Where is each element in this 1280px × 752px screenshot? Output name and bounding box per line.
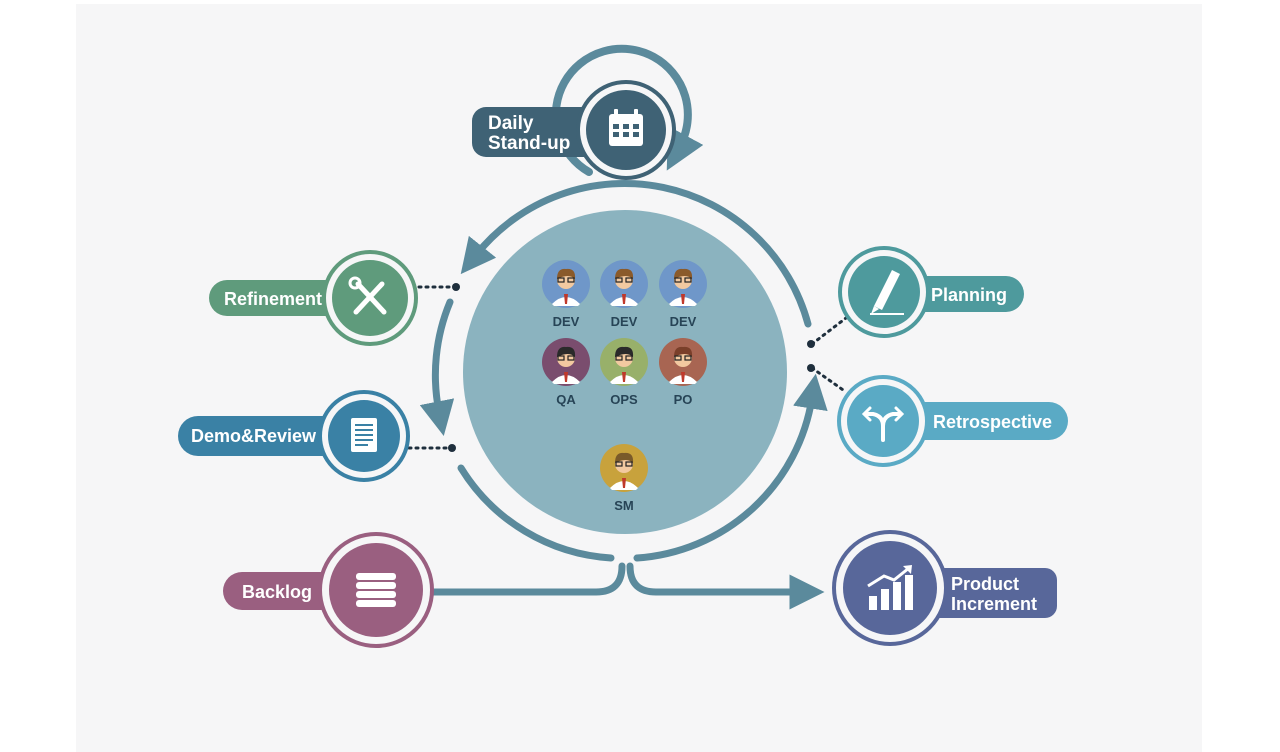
backlog-label: Backlog: [242, 582, 312, 602]
team-member-po: PO: [659, 338, 707, 407]
team-member-dev: DEV: [600, 260, 648, 329]
team-role-label: DEV: [611, 314, 638, 329]
team-role-label: QA: [556, 392, 576, 407]
refinement-label: Refinement: [224, 289, 322, 309]
team-role-label: DEV: [553, 314, 580, 329]
team-role-label: DEV: [670, 314, 697, 329]
retrospective-label: Retrospective: [933, 412, 1052, 432]
demo-review-label: Demo&Review: [191, 426, 317, 446]
backlog-flow: [428, 562, 626, 596]
avatar: [542, 338, 590, 386]
team-role-label: OPS: [610, 392, 638, 407]
team-role-label: PO: [674, 392, 693, 407]
calendar-icon: [609, 109, 643, 146]
loop-arc-left: [419, 298, 455, 437]
connectors: [407, 285, 848, 450]
team-member-dev: DEV: [542, 260, 590, 329]
stage-backlog[interactable]: Backlog: [223, 532, 434, 648]
stage-daily-standup[interactable]: Daily Stand-up: [472, 80, 676, 180]
stage-planning[interactable]: Planning: [838, 246, 1024, 338]
connector-dot: [452, 283, 460, 291]
stack-icon: [356, 573, 396, 607]
team-role-label: SM: [614, 498, 634, 513]
planning-label: Planning: [931, 285, 1007, 305]
backlog-disc: [329, 543, 423, 637]
daily-standup-pill: [472, 107, 612, 157]
loop-arc-bottom-left: [457, 464, 615, 562]
stage-demo-review[interactable]: Demo&Review: [178, 390, 410, 482]
avatar: [600, 260, 648, 308]
connector-dot: [448, 444, 456, 452]
team-member-qa: QA: [542, 338, 590, 407]
document-icon: [351, 418, 377, 452]
connector-dots: [448, 283, 815, 452]
team-member-sm: SM: [600, 444, 648, 513]
daily-standup-label-line2: Stand-up: [488, 133, 570, 154]
loop-arc-right: [633, 373, 828, 562]
pencil-icon: [870, 270, 904, 315]
product-increment-label-line2: Increment: [951, 594, 1037, 614]
product-increment-label-line1: Product: [951, 574, 1019, 594]
stage-refinement[interactable]: Refinement: [209, 250, 418, 346]
team-members: DEV DEV DEV QA OPS PO SM: [542, 260, 707, 513]
avatar: [659, 260, 707, 308]
avatar: [659, 338, 707, 386]
growth-chart-icon: [867, 565, 913, 610]
stage-product-increment[interactable]: Product Increment: [832, 530, 1057, 646]
tools-icon: [348, 276, 387, 315]
connector-dot: [807, 364, 815, 372]
connector-dot: [807, 340, 815, 348]
increment-flow: [626, 562, 825, 610]
product-increment-disc: [843, 541, 937, 635]
cycle-loop: [419, 44, 828, 610]
daily-standup-label-line1: Daily: [488, 113, 534, 134]
avatar: [600, 444, 648, 492]
connector-retrospective: [810, 366, 848, 394]
avatar: [600, 338, 648, 386]
avatar: [542, 260, 590, 308]
team-member-dev: DEV: [659, 260, 707, 329]
split-arrows-icon: [861, 406, 905, 442]
team-member-ops: OPS: [600, 338, 648, 407]
connector-planning: [810, 316, 848, 346]
stage-retrospective[interactable]: Retrospective: [837, 375, 1068, 467]
loop-arc-top: [460, 179, 812, 328]
